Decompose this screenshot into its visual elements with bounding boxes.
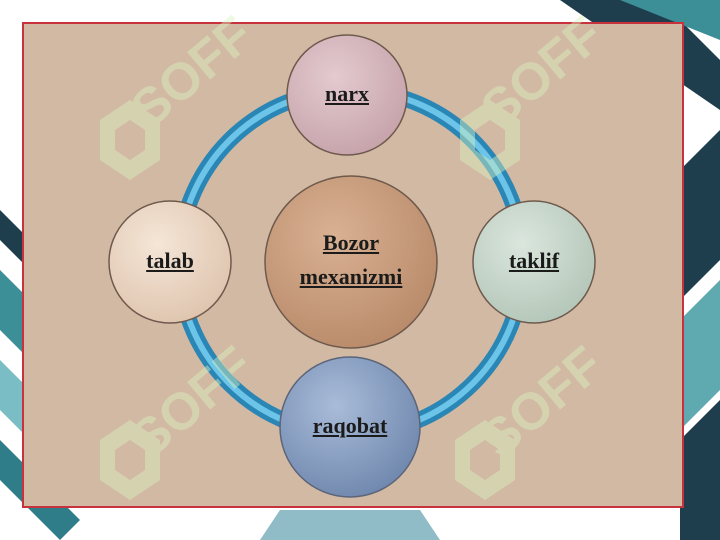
talab-label: talab [146, 248, 194, 273]
center-node [264, 175, 438, 349]
taklif-label: taklif [508, 248, 560, 273]
center-label-line2: mexanizmi [299, 264, 403, 289]
center-label-line1: Bozor [322, 230, 380, 255]
narx-label: narx [325, 81, 369, 106]
node-taklif [472, 200, 596, 324]
node-talab [108, 200, 232, 324]
node-raqobat [279, 356, 421, 498]
raqobat-label: raqobat [312, 413, 388, 438]
node-narx [286, 34, 408, 156]
